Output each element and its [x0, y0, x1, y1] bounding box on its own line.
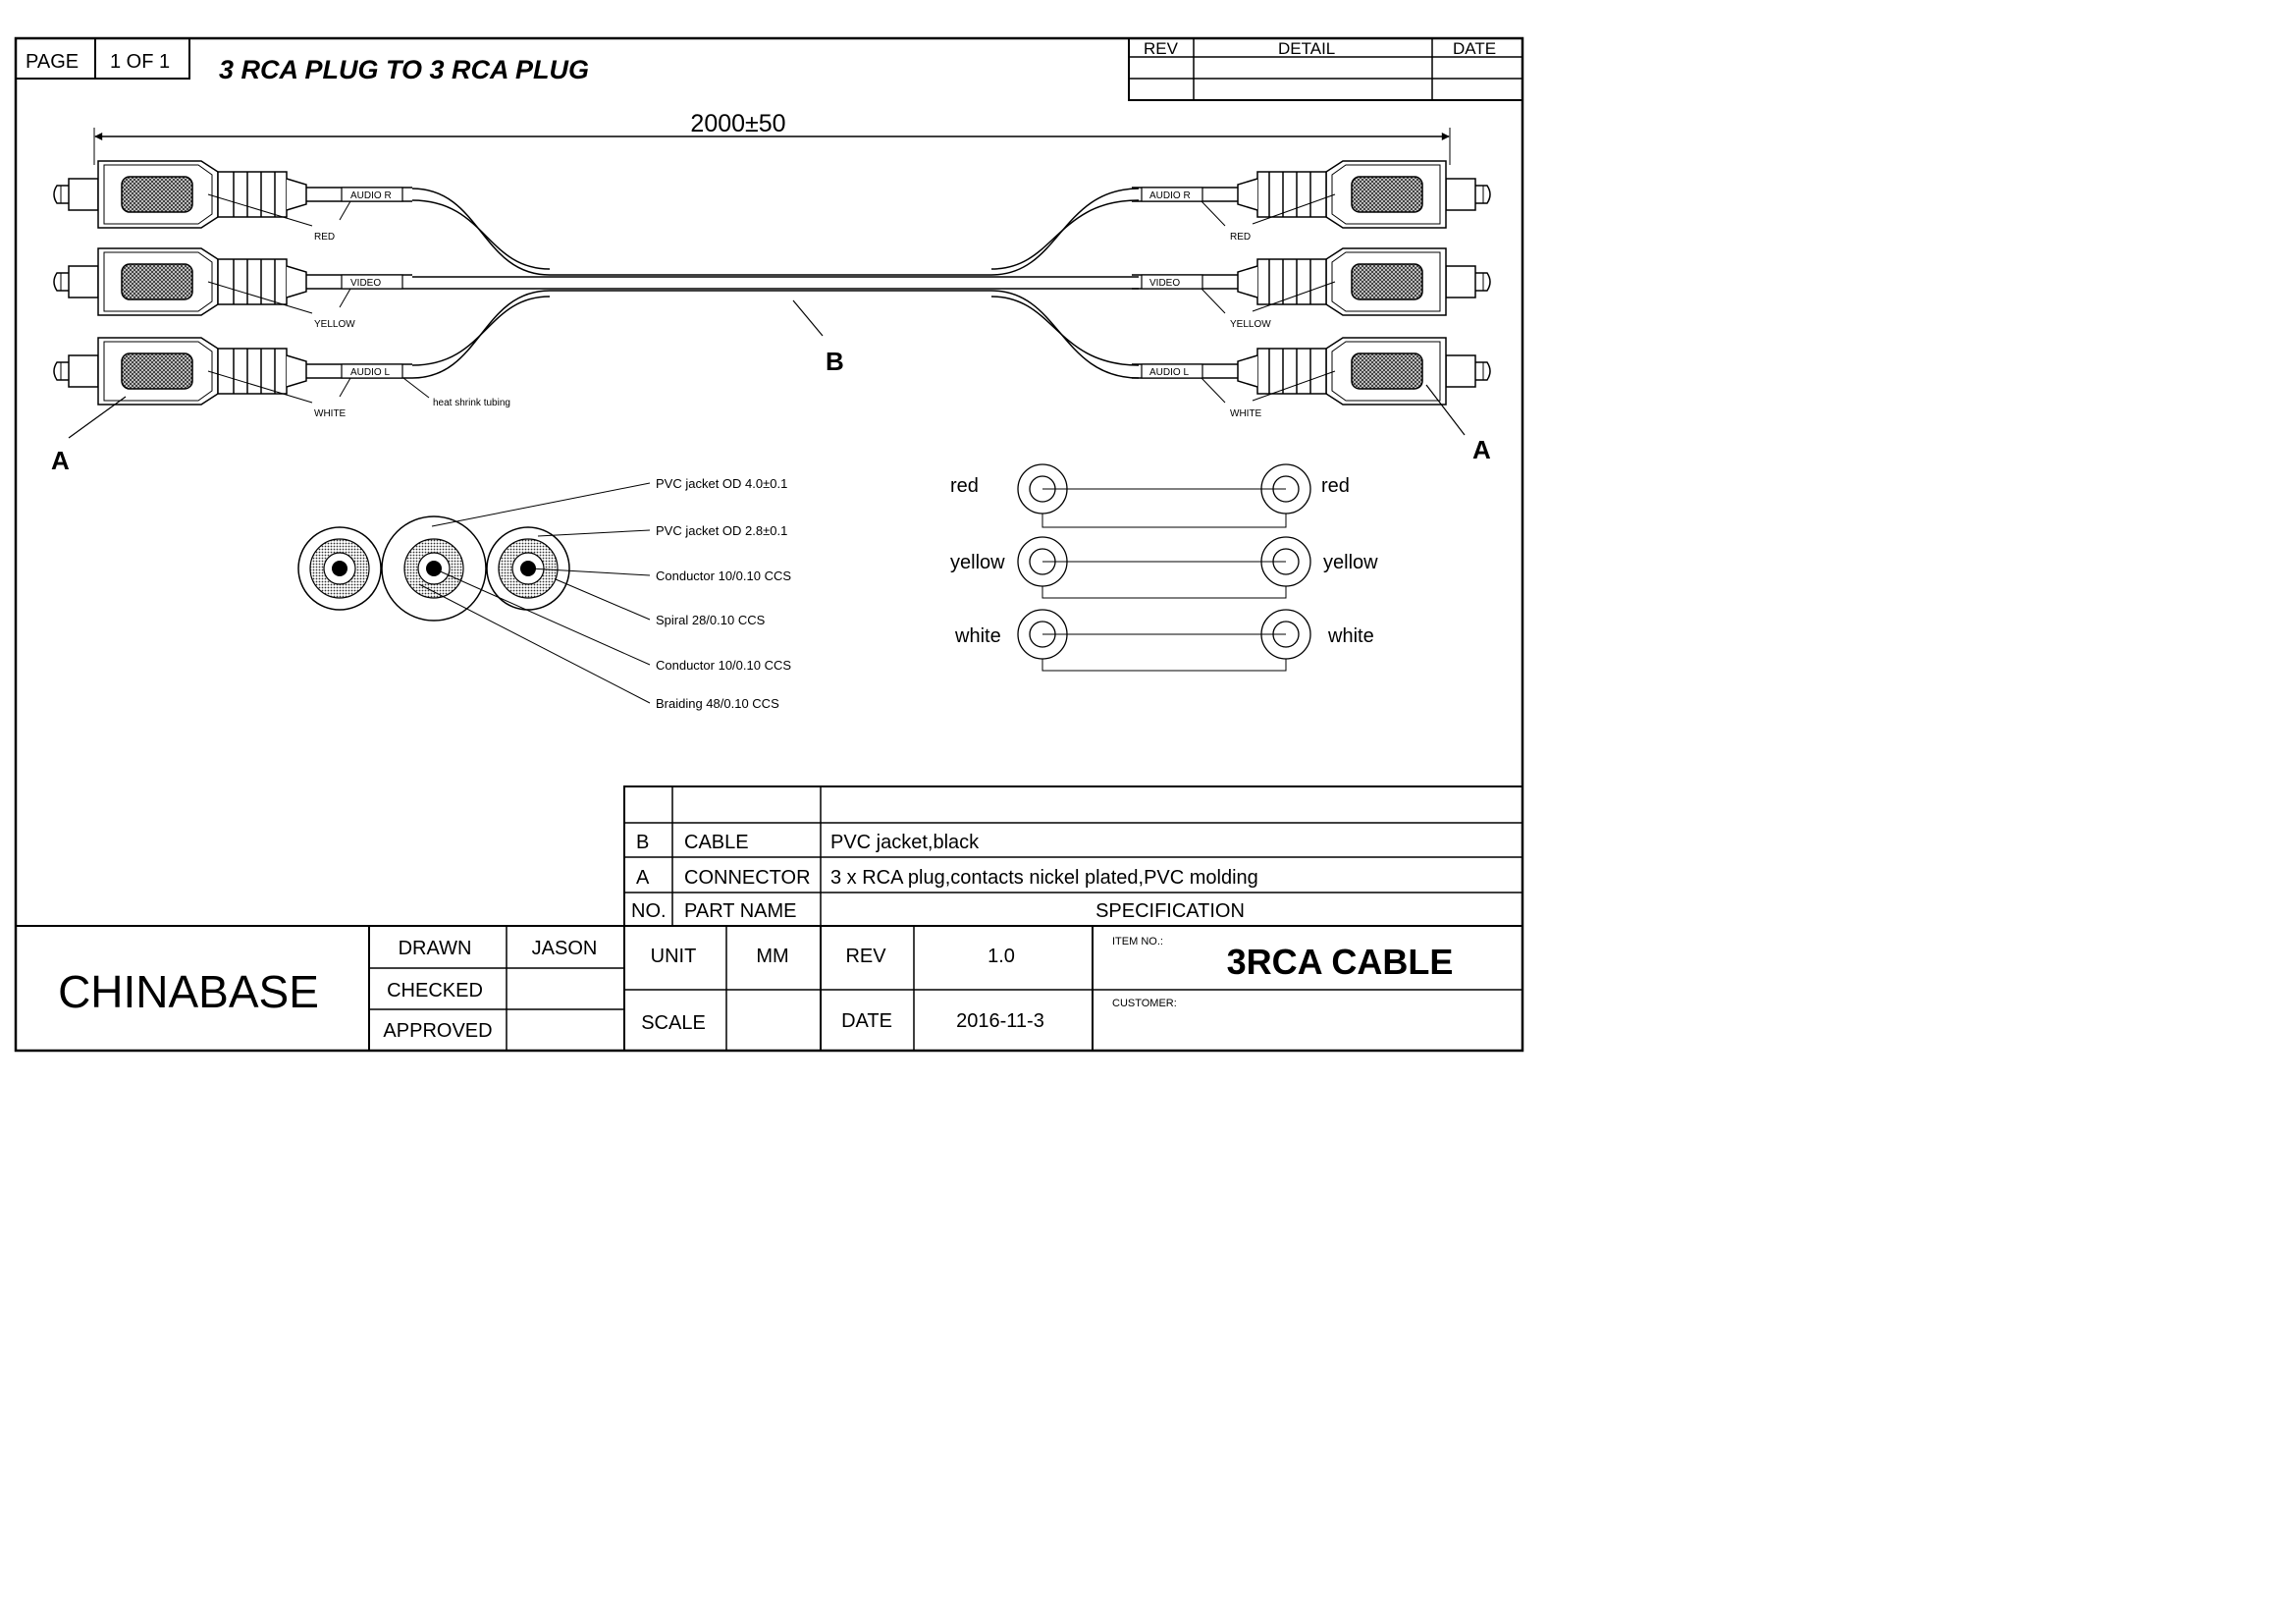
left-color-label-2: YELLOW [314, 319, 355, 330]
wiring-row-white: white white [954, 609, 1374, 672]
heat-shrink-label: heat shrink tubing [433, 398, 510, 408]
wiring-schematic: red red yellow yellow white white [950, 463, 1378, 672]
date-value: 2016-11-3 [956, 1010, 1044, 1032]
parts-header-part-name: PART NAME [684, 900, 796, 922]
callout-spiral: Spiral 28/0.10 CCS [656, 613, 766, 627]
left-sleeve-label-2: VIDEO [350, 278, 381, 289]
right-plug-mirror-2 [1132, 247, 1491, 316]
unit-label: UNIT [651, 946, 697, 967]
page-value: 1 OF 1 [110, 51, 170, 73]
left-color-label-1: RED [314, 232, 335, 243]
company-name: CHINABASE [58, 966, 319, 1017]
right-connectors: AUDIO R RED VIDEO YELLOW AUDIO L WHITE [1132, 160, 1491, 419]
checked-label: CHECKED [387, 980, 483, 1001]
wiring-row-red: red red [950, 463, 1350, 528]
rev-label: REV [845, 946, 886, 967]
scale-label: SCALE [641, 1012, 706, 1034]
wiring-left-red: red [950, 475, 979, 497]
cable-cross-section: PVC jacket OD 4.0±0.1 PVC jacket OD 2.8±… [297, 476, 791, 711]
date-label: DATE [841, 1010, 892, 1032]
parts-row-connector-no: A [636, 867, 650, 889]
unit-value: MM [756, 946, 788, 967]
callout-braiding: Braiding 48/0.10 CCS [656, 696, 779, 711]
title-block: CHINABASE DRAWN JASON CHECKED APPROVED U… [16, 925, 1522, 1051]
left-rca-plug-1 [53, 160, 412, 229]
wiring-right-white: white [1327, 625, 1374, 647]
right-plug-mirror-3 [1132, 337, 1491, 406]
rev-header: REV [1144, 39, 1179, 58]
right-sleeve-label-2: VIDEO [1149, 278, 1180, 289]
page-label: PAGE [26, 51, 79, 73]
item-no-value: 3RCA CABLE [1227, 942, 1454, 982]
drawn-label: DRAWN [399, 938, 472, 959]
right-rca-plug-1 [1132, 160, 1491, 229]
drawing-title: 3 RCA PLUG TO 3 RCA PLUG [219, 55, 589, 84]
right-sleeve-label-3: AUDIO L [1149, 367, 1189, 378]
detail-header: DETAIL [1278, 39, 1335, 58]
connector-callout-a-left: A [51, 446, 70, 475]
length-dimension-text: 2000±50 [690, 110, 785, 137]
connector-callout-a-right: A [1472, 435, 1491, 464]
right-rca-plug-2 [1132, 247, 1491, 316]
right-plug-mirror-1 [1132, 160, 1491, 229]
wiring-right-red: red [1321, 475, 1350, 497]
drawn-value: JASON [532, 938, 598, 959]
parts-row-cable-no: B [636, 832, 649, 853]
wiring-left-white: white [954, 625, 1001, 647]
customer-label: CUSTOMER: [1112, 998, 1177, 1009]
wiring-row-yellow: yellow yellow [950, 536, 1378, 599]
item-no-label: ITEM NO.: [1112, 936, 1163, 947]
left-rca-plug-3 [53, 337, 412, 406]
parts-row-connector-spec: 3 x RCA plug,contacts nickel plated,PVC … [830, 867, 1258, 889]
approved-label: APPROVED [383, 1020, 492, 1042]
page-box: PAGE 1 OF 1 [15, 37, 190, 80]
parts-header-specification: SPECIFICATION [1095, 900, 1245, 922]
parts-table: B CABLE PVC jacket,black A CONNECTOR 3 x… [623, 785, 1523, 927]
drawing-frame [14, 36, 1524, 1053]
callout-conductor-1: Conductor 10/0.10 CCS [656, 568, 791, 583]
length-dimension: 2000±50 [93, 110, 1451, 165]
cable-callout-b: B [826, 347, 844, 376]
left-connectors: AUDIO R RED VIDEO YELLOW AUDIO L WHITE [53, 160, 412, 419]
right-color-label-1: RED [1230, 232, 1251, 243]
left-sleeve-label-3: AUDIO L [350, 367, 390, 378]
callout-pvc-jacket-outer: PVC jacket OD 4.0±0.1 [656, 476, 787, 491]
left-rca-plug-2 [53, 247, 412, 316]
parts-row-cable-name: CABLE [684, 832, 749, 853]
left-sleeve-label-1: AUDIO R [350, 190, 392, 201]
left-color-label-3: WHITE [314, 408, 347, 419]
date-header: DATE [1453, 39, 1496, 58]
wiring-right-yellow: yellow [1323, 552, 1378, 573]
parts-header-no: NO. [631, 900, 667, 922]
callout-pvc-jacket-inner: PVC jacket OD 2.8±0.1 [656, 523, 787, 538]
right-color-label-2: YELLOW [1230, 319, 1271, 330]
callout-conductor-2: Conductor 10/0.10 CCS [656, 658, 791, 673]
right-rca-plug-3 [1132, 337, 1491, 406]
rev-value: 1.0 [988, 946, 1015, 967]
wiring-left-yellow: yellow [950, 552, 1005, 573]
revision-block: REV DETAIL DATE [1128, 37, 1523, 101]
right-sleeve-label-1: AUDIO R [1149, 190, 1191, 201]
parts-row-cable-spec: PVC jacket,black [830, 832, 980, 853]
cable-wires [411, 188, 1140, 379]
engineering-drawing: PAGE 1 OF 1 3 RCA PLUG TO 3 RCA PLUG REV… [14, 36, 1524, 1053]
right-color-label-3: WHITE [1230, 408, 1262, 419]
parts-row-connector-name: CONNECTOR [684, 867, 811, 889]
